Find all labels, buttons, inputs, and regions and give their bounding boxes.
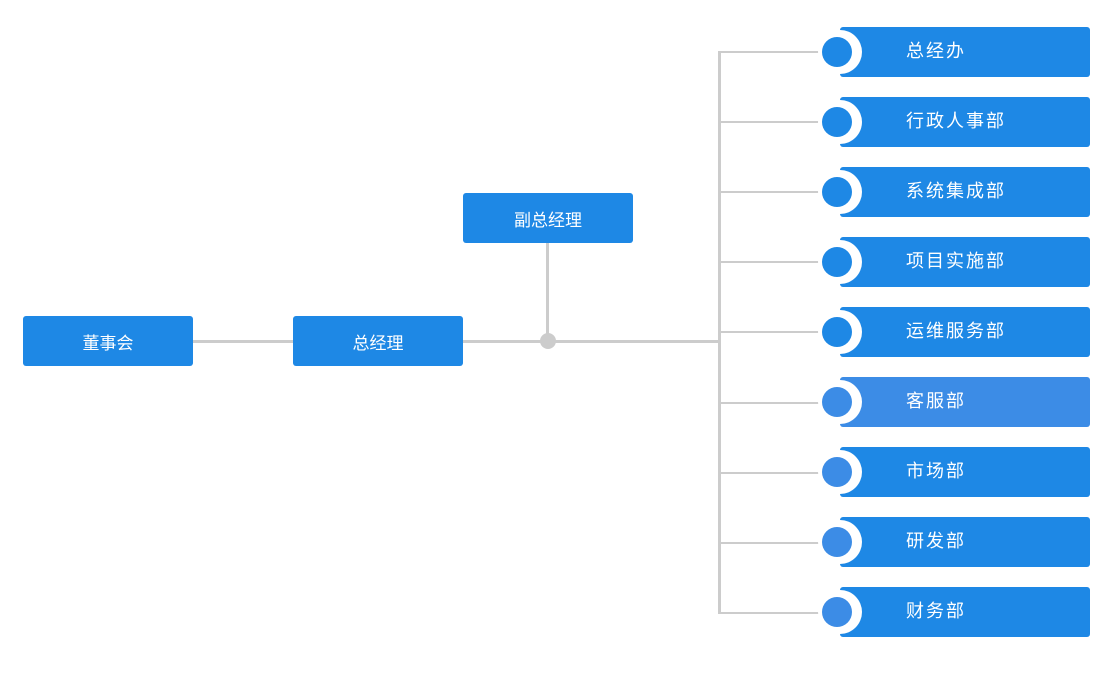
connector-vertical-trunk [718, 51, 721, 614]
dept-node: 系统集成部 [818, 167, 1090, 217]
dept-bullet-icon [822, 247, 852, 277]
dept-label: 研发部 [906, 531, 966, 552]
node-vice-general-manager-label: 副总经理 [514, 210, 582, 231]
dept-label: 行政人事部 [906, 111, 1006, 132]
branch-line [720, 51, 830, 53]
branch-line [720, 402, 830, 404]
dept-node: 财务部 [818, 587, 1090, 637]
dept-label: 运维服务部 [906, 321, 1006, 342]
dept-bullet-icon [822, 177, 852, 207]
branch-line [720, 331, 830, 333]
dept-bullet-icon [822, 457, 852, 487]
branch-line [720, 121, 830, 123]
branch-line [720, 472, 830, 474]
node-general-manager: 总经理 [293, 316, 463, 366]
dept-label: 市场部 [906, 461, 966, 482]
dept-bullet-icon [822, 597, 852, 627]
dept-label: 系统集成部 [906, 181, 1006, 202]
branch-line [720, 261, 830, 263]
dept-bullet-icon [822, 387, 852, 417]
dept-label: 客服部 [906, 391, 966, 412]
dept-bullet-icon [822, 527, 852, 557]
node-board-label: 董事会 [82, 333, 134, 354]
dept-label: 总经办 [906, 41, 966, 62]
dept-node: 运维服务部 [818, 307, 1090, 357]
node-general-manager-label: 总经理 [352, 333, 404, 354]
dept-node: 市场部 [818, 447, 1090, 497]
connector-board-to-gm [193, 340, 293, 343]
branch-line [720, 191, 830, 193]
branch-line [720, 612, 830, 614]
connector-vgm-to-trunk [546, 243, 549, 341]
dept-node: 行政人事部 [818, 97, 1090, 147]
node-board: 董事会 [23, 316, 193, 366]
dept-bullet-icon [822, 37, 852, 67]
connector-gm-to-trunk [463, 340, 720, 343]
dept-label: 项目实施部 [906, 251, 1006, 272]
dept-node-highlighted: 客服部 [818, 377, 1090, 427]
dept-bullet-icon [822, 317, 852, 347]
branch-line [720, 542, 830, 544]
dept-node: 项目实施部 [818, 237, 1090, 287]
dept-node: 研发部 [818, 517, 1090, 567]
connector-junction-dot [540, 333, 556, 349]
node-vice-general-manager: 副总经理 [463, 193, 633, 243]
dept-node: 总经办 [818, 27, 1090, 77]
dept-bullet-icon [822, 107, 852, 137]
dept-label: 财务部 [906, 601, 966, 622]
